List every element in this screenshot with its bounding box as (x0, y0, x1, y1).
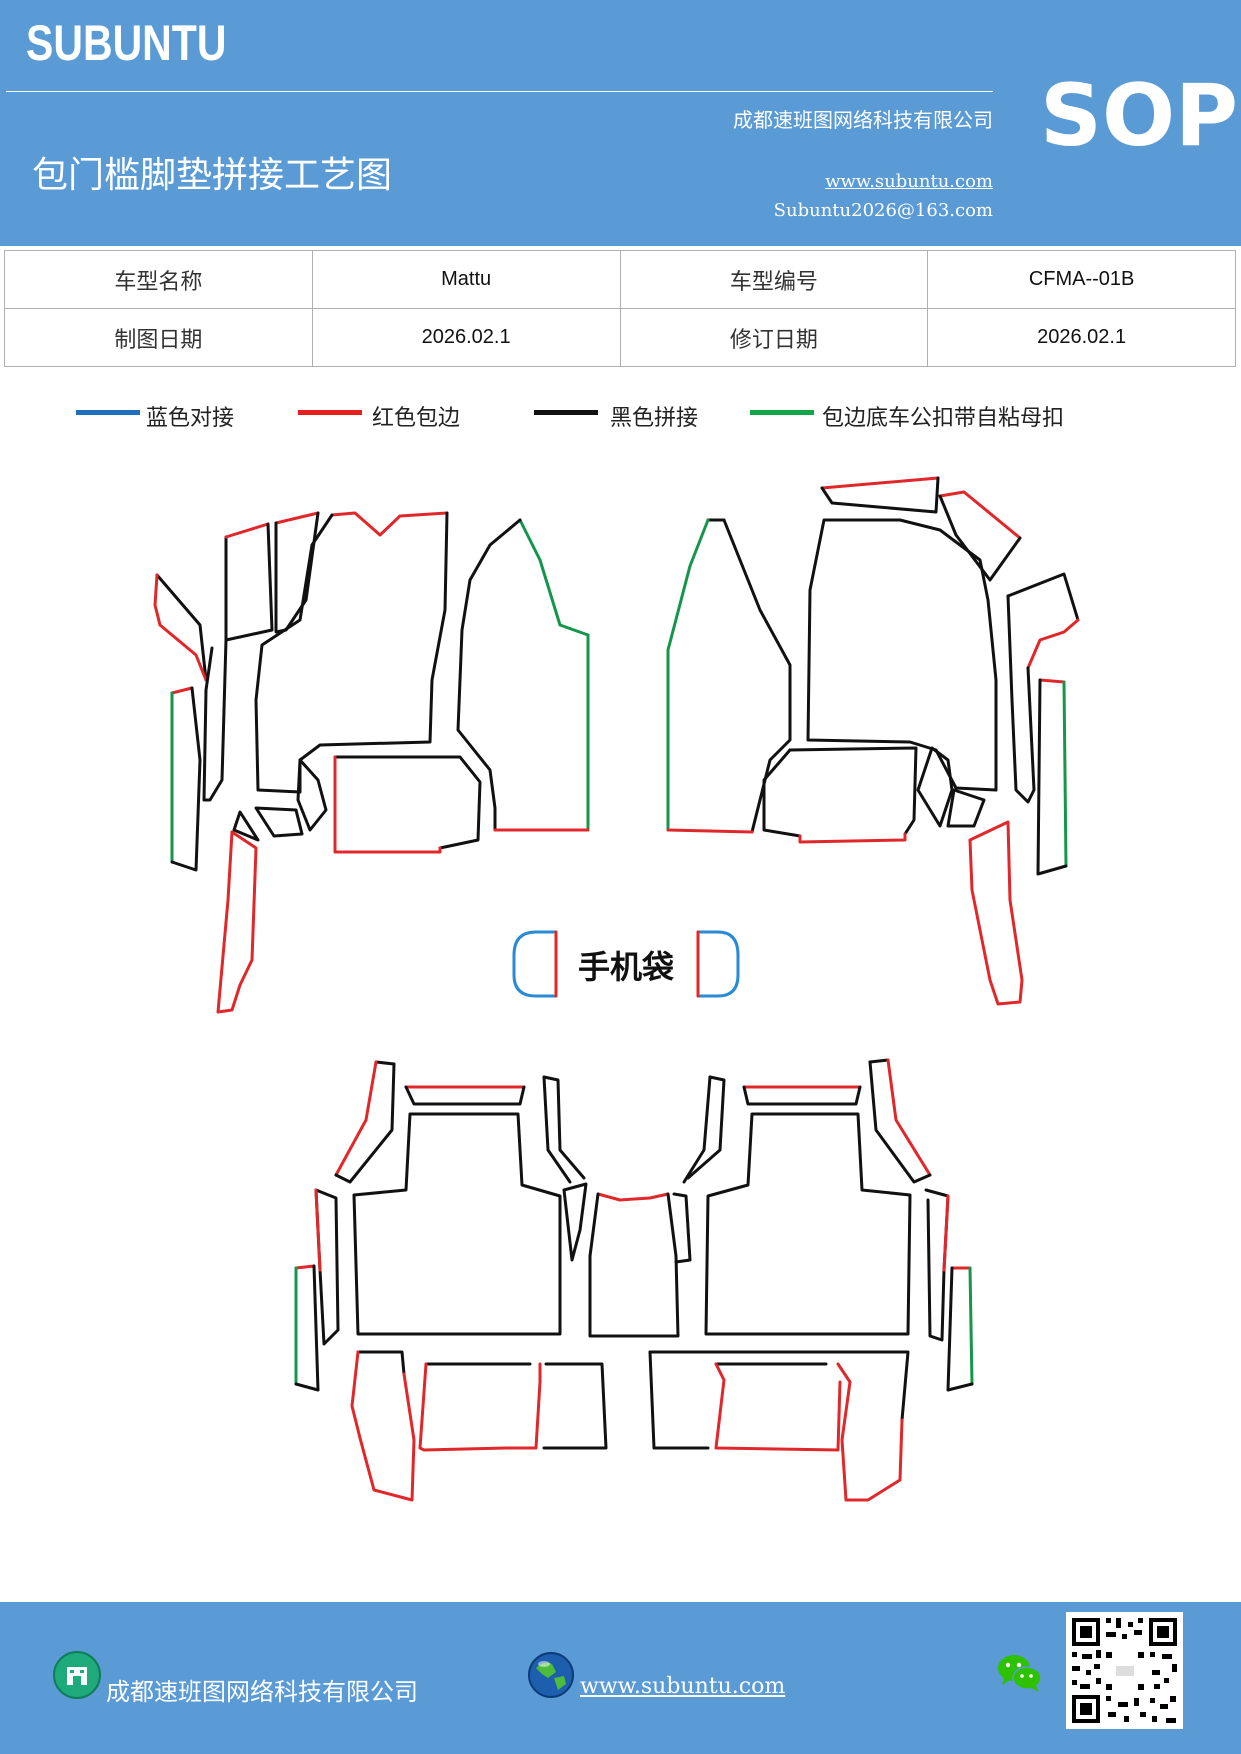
phone-pocket-label: 手机袋 (578, 948, 674, 986)
floor-mat-diagram: 手机袋 (0, 440, 1241, 1590)
drawing-date-label: 制图日期 (4, 308, 313, 367)
revision-date-label: 修订日期 (619, 308, 929, 367)
page-title: 包门槛脚垫拼接工艺图 (32, 155, 393, 196)
header-website-link[interactable]: www.subuntu.com (825, 171, 993, 192)
header-divider (6, 91, 993, 92)
legend-label: 蓝色对接 (146, 406, 235, 431)
rear-left-mat-group (294, 1060, 680, 1502)
legend-swatch-black (534, 410, 598, 415)
drawing-date-value: 2026.02.1 (311, 308, 621, 367)
footer-company: 成都速班图网络科技有限公司 (106, 1678, 418, 1706)
mat-pieces-svg: 手机袋 (153, 476, 1080, 1502)
table-row: 制图日期 2026.02.1 修订日期 2026.02.1 (4, 308, 1236, 367)
revision-date-value: 2026.02.1 (927, 308, 1236, 367)
sop-badge: SOP (1040, 66, 1239, 166)
front-left-mat-group (153, 511, 590, 1014)
qr-code (1066, 1612, 1183, 1729)
front-right-mat-group (666, 476, 1080, 1006)
header-email[interactable]: Subuntu2026@163.com (773, 200, 993, 221)
model-name-value: Mattu (311, 250, 621, 309)
brand-logo: SUBUNTU (26, 15, 227, 71)
table-row: 车型名称 Mattu 车型编号 CFMA--01B (4, 250, 1236, 309)
model-code-value: CFMA--01B (927, 250, 1236, 309)
legend-swatch-green (750, 410, 814, 415)
rear-right-mat-group (648, 1058, 974, 1502)
legend-swatch-red (298, 410, 362, 415)
legend: 蓝色对接 红色包边 黑色拼接 包边底车公扣带自粘母扣 (0, 400, 1241, 440)
footer: 成都速班图网络科技有限公司 www.subuntu.com (0, 1602, 1241, 1754)
info-table: 车型名称 Mattu 车型编号 CFMA--01B 制图日期 2026.02.1… (4, 250, 1236, 367)
header-company: 成都速班图网络科技有限公司 (733, 108, 993, 132)
model-code-label: 车型编号 (619, 250, 929, 309)
legend-label: 包边底车公扣带自粘母扣 (822, 406, 1065, 431)
legend-label: 黑色拼接 (610, 406, 699, 431)
legend-swatch-blue (76, 410, 140, 415)
phone-pocket-group (512, 930, 740, 998)
legend-label: 红色包边 (372, 406, 461, 431)
model-name-label: 车型名称 (4, 250, 313, 309)
company-icon (53, 1651, 101, 1699)
wechat-icon[interactable] (996, 1652, 1044, 1694)
globe-icon (528, 1652, 574, 1698)
footer-website-link[interactable]: www.subuntu.com (580, 1674, 786, 1699)
header: SUBUNTU 成都速班图网络科技有限公司 SOP 包门槛脚垫拼接工艺图 www… (0, 0, 1241, 246)
